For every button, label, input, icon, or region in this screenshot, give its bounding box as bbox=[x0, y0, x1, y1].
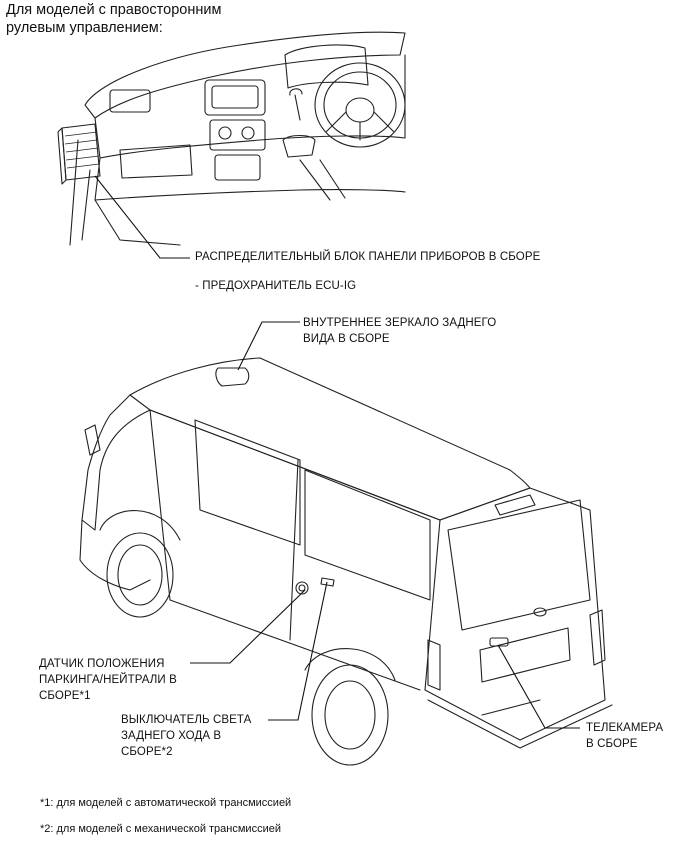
park-sensor-label-line-1: ДАТЧИК ПОЛОЖЕНИЯ bbox=[39, 658, 165, 670]
junction-block-icon bbox=[57, 123, 101, 185]
van-illustration bbox=[79, 357, 613, 766]
park-sensor-label-line-3: СБОРЕ*1 bbox=[39, 690, 91, 702]
footnote-1: *1: для моделей с автоматической трансми… bbox=[40, 797, 292, 809]
mirror-label-line-2: ВИДА В СБОРЕ bbox=[303, 333, 390, 345]
backup-switch-label-line-3: СБОРЕ*2 bbox=[121, 746, 173, 758]
camera-label-line-2: В СБОРЕ bbox=[586, 738, 638, 750]
park-sensor-label-line-2: ПАРКИНГА/НЕЙТРАЛИ В bbox=[39, 674, 177, 686]
backup-switch-label-line-2: ЗАДНЕГО ХОДА В bbox=[121, 730, 222, 742]
dashboard-illustration bbox=[57, 31, 406, 259]
header-line-2: рулевым управлением: bbox=[6, 20, 163, 36]
header-line-1: Для моделей с правосторонним bbox=[6, 2, 222, 18]
backup-switch-label-line-1: ВЫКЛЮЧАТЕЛЬ СВЕТА bbox=[121, 714, 252, 726]
junction-block-label: РАСПРЕДЕЛИТЕЛЬНЫЙ БЛОК ПАНЕЛИ ПРИБОРОВ В… bbox=[195, 251, 541, 263]
fuse-label: - ПРЕДОХРАНИТЕЛЬ ECU-IG bbox=[195, 280, 357, 292]
camera-label-line-1: ТЕЛЕКАМЕРА bbox=[586, 722, 664, 734]
mirror-label-line-1: ВНУТРЕННЕЕ ЗЕРКАЛО ЗАДНЕГО bbox=[303, 317, 497, 329]
footnote-2: *2: для моделей с механической трансмисс… bbox=[40, 823, 281, 835]
